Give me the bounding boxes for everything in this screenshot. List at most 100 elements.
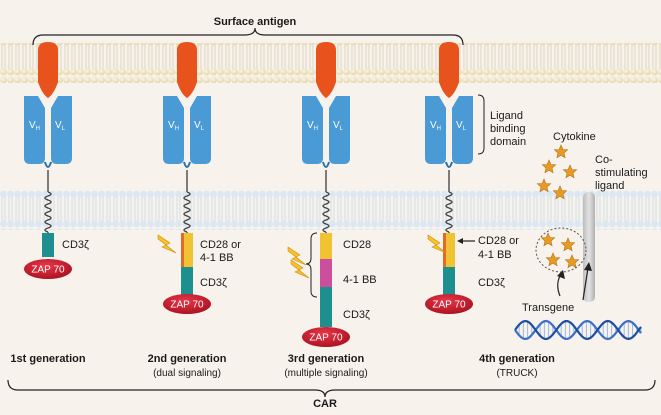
cd28-label-gen-3: CD28 — [343, 239, 371, 251]
cd28-pointer-head-gen-4 — [457, 238, 463, 244]
dna-strand-b — [514, 319, 642, 341]
generation-title-4: 4th generation — [479, 353, 555, 365]
dna-helix — [514, 319, 642, 341]
cd28-shade-gen-2 — [181, 233, 184, 267]
bb-label-gen-4: 4-1 BB — [478, 249, 512, 261]
cytokine-star-2 — [541, 159, 557, 174]
generation-subtitle-4: (TRUCK) — [496, 368, 537, 379]
zap70-gen-1-label: ZAP 70 — [31, 265, 65, 276]
vl-label-1: VL — [55, 120, 66, 132]
hinge-1 — [44, 161, 52, 168]
hinge-2 — [183, 161, 191, 168]
vh-label-3: VH — [307, 120, 318, 132]
cytokine-vesicle — [535, 227, 587, 273]
vh-label-4: VH — [430, 120, 441, 132]
cd3z-domain-gen-1 — [42, 233, 54, 257]
cd3z-label-gen-2: CD3ζ — [200, 277, 227, 289]
generation-title-1: 1st generation — [10, 353, 85, 365]
cytokine-star-7 — [560, 237, 576, 252]
transgene-label: Transgene — [522, 302, 574, 314]
costim-label-line3: ligand — [595, 180, 624, 192]
zap70-gen-1 — [24, 259, 72, 279]
transmembrane-coil-3 — [322, 191, 330, 233]
bb-label-gen-3: 4-1 BB — [343, 274, 377, 286]
ligand-label-line3: domain — [490, 136, 526, 148]
antigen-4 — [439, 42, 459, 98]
cytokine-star-5 — [552, 185, 568, 200]
cd3z-domain-gen-2 — [181, 267, 193, 295]
car-bracket — [7, 379, 656, 398]
cd28-domain-gen-3 — [320, 233, 332, 259]
cd28-label-gen-4: CD28 or — [478, 235, 519, 247]
hinge-3 — [322, 161, 330, 168]
arrowhead-costim — [584, 262, 592, 271]
vh-domain-3 — [302, 96, 323, 164]
cytokine-star-1 — [553, 144, 569, 159]
vl-domain-2 — [190, 96, 211, 164]
cytokine-star-3 — [562, 164, 578, 179]
signal-lightning-gen-3a — [287, 246, 307, 266]
costim-label-line1: Co- — [595, 154, 613, 166]
ligand-bracket — [477, 94, 485, 155]
cytokine-star-6 — [540, 232, 556, 247]
cd3z-label-gen-4: CD3ζ — [478, 277, 505, 289]
signal-lightning-gen-4 — [427, 234, 447, 254]
vh-domain-1 — [24, 96, 45, 164]
bb-domain-gen-3 — [320, 259, 332, 287]
vh-label-1: VH — [29, 120, 40, 132]
cd28-shade-gen-4 — [443, 233, 446, 267]
ligand-label-line2: binding — [490, 123, 525, 135]
cytokine-star-8 — [545, 252, 561, 267]
bb-label-gen-2: 4-1 BB — [200, 252, 234, 264]
vl-domain-1 — [51, 96, 72, 164]
vh-domain-4 — [425, 96, 446, 164]
zap70-gen-4 — [425, 294, 473, 314]
vl-label-4: VL — [456, 120, 467, 132]
antigen-3 — [316, 42, 336, 98]
signal-bracket-gen-3 — [305, 232, 318, 298]
vl-label-3: VL — [333, 120, 344, 132]
antigen-bracket — [32, 27, 464, 46]
transmembrane-coil-4 — [445, 191, 453, 233]
vh-domain-2 — [163, 96, 184, 164]
transmembrane-coil-2 — [183, 191, 191, 233]
antigen-1 — [38, 42, 58, 98]
generation-title-2: 2nd generation — [148, 353, 227, 365]
vl-domain-4 — [452, 96, 473, 164]
cytokine-label: Cytokine — [553, 131, 596, 143]
zap70-gen-2 — [163, 294, 211, 314]
costim-label-line2: stimulating — [595, 167, 648, 179]
cd28-label-gen-2: CD28 or — [200, 239, 241, 251]
signal-lightning-gen-2 — [157, 234, 177, 254]
hinge-4 — [445, 161, 453, 168]
vh-label-2: VH — [168, 120, 179, 132]
cd3z-domain-gen-3 — [320, 287, 332, 327]
zap70-gen-3 — [302, 327, 350, 347]
cd3z-label-gen-3: CD3ζ — [343, 309, 370, 321]
cytokine-star-9 — [564, 254, 580, 269]
costimulating-ligand — [583, 192, 595, 302]
transmembrane-coil-1 — [44, 191, 52, 233]
t-cell-membrane — [0, 190, 661, 230]
generation-subtitle-2: (dual signaling) — [153, 368, 221, 379]
car-label: CAR — [313, 398, 337, 410]
cd3z-label-gen-1: CD3ζ — [62, 239, 89, 251]
ligand-label-line1: Ligand — [490, 110, 523, 122]
vl-domain-3 — [329, 96, 350, 164]
arrowhead-cytokine — [557, 270, 565, 279]
zap70-gen-4-label: ZAP 70 — [432, 300, 466, 311]
transgene-arrow-costim — [582, 267, 589, 301]
zap70-gen-3-label: ZAP 70 — [309, 333, 343, 344]
zap70-gen-2-label: ZAP 70 — [170, 300, 204, 311]
signal-lightning-gen-3b — [290, 259, 310, 279]
generation-subtitle-3: (multiple signaling) — [284, 368, 367, 379]
cytokine-star-4 — [536, 178, 552, 193]
surface-antigen-title: Surface antigen — [214, 16, 297, 28]
vl-label-2: VL — [194, 120, 205, 132]
